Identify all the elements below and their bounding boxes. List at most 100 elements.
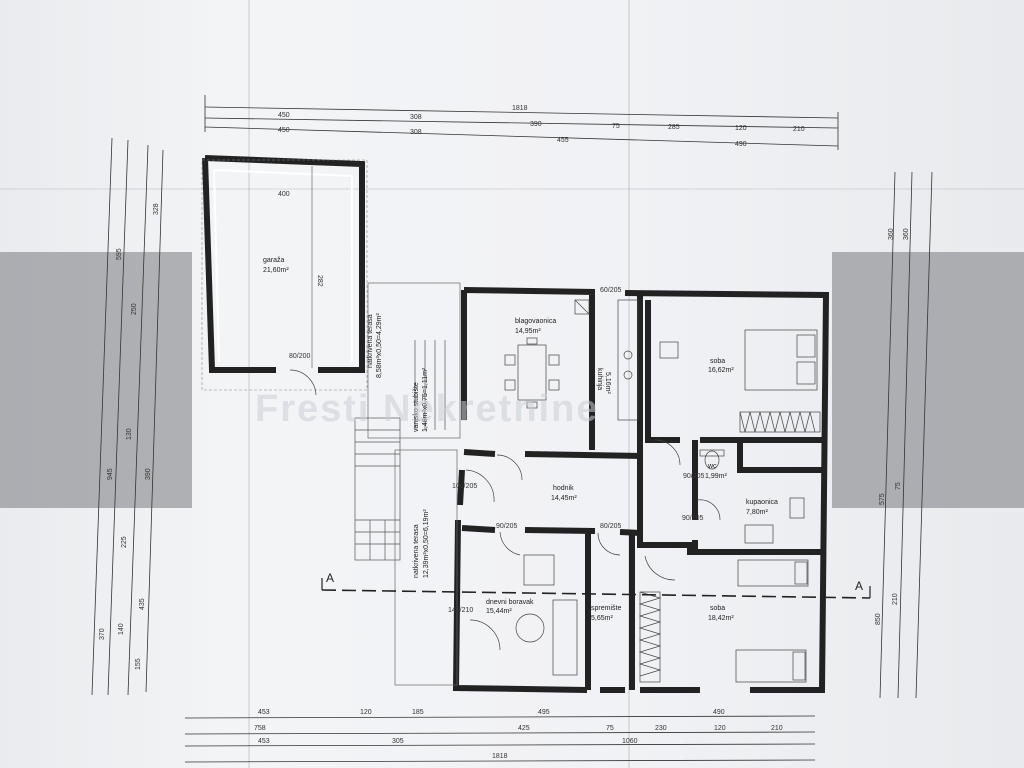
dim-bottom-1-3: 495 [538,709,550,716]
dim-bottom-2-3: 230 [655,725,667,732]
garage-walls [202,155,365,373]
paper-fold-line [628,0,630,768]
dim-bottom-2-0: 758 [254,725,266,732]
furniture [504,299,821,683]
dim-top-2-0: 450 [278,112,290,119]
dim-bottom-1-4: 490 [713,709,725,716]
dim-top-3-2: 455 [557,137,569,144]
section-line [321,589,871,599]
section-marker-right: A [855,579,863,593]
dim-right-1-1: 360 [903,228,910,240]
storage-name: spremište [591,605,621,612]
dim-left-3-1: 435 [139,598,146,610]
dim-bottom-1-2: 185 [412,709,424,716]
door-swings [289,369,721,651]
section-marker-left: A [326,571,334,585]
door-label: 90/205 [496,523,518,530]
watermark: Fresti Nekretnine [255,388,600,430]
door-label: 80/200 [289,353,311,360]
wc-area: 1,99m² [705,473,727,480]
dim-right-2-0: 575 [879,493,886,505]
dim-left-1-0: 370 [99,628,106,640]
dim-top-2-2: 390 [530,121,542,128]
living-name: dnevni boravak [486,599,534,606]
dining-area: 14,95m² [515,328,541,335]
door-label: 90/205 [683,473,705,480]
dim-left-3-0: 155 [135,658,142,670]
dim-bottom-2-5: 210 [771,725,783,732]
dim-left-2-1: 225 [121,536,128,548]
paper-fold-line [0,188,1024,190]
dim-left-3-3: 328 [153,203,160,215]
top-dimension-lines [204,95,839,150]
garage-outline [201,159,368,391]
dim-left-2-2: 130 [126,428,133,440]
dim-top-2-3: 75 [612,123,620,130]
bottom-dimension-lines [184,715,816,763]
kitchen-name: kuhinja [596,368,603,390]
dim-bottom-2-1: 425 [518,725,530,732]
bedroom1-area: 16,62m² [708,367,734,374]
dim-bottom-total: 1818 [492,753,508,760]
door-label: 60/205 [600,287,622,294]
garage-door-dim: 282 [316,275,323,287]
hall-area: 14,45m² [551,495,577,502]
top-terrace-outline [367,282,461,439]
dim-right-2-2: 210 [892,593,899,605]
dim-top-total: 1818 [512,105,528,112]
dim-top-2-4: 285 [668,124,680,131]
door-label: 80/205 [600,523,622,530]
stairs-area: 1,48m²x0,75=1,11m² [422,367,429,432]
left-dimension-lines [91,137,164,696]
terrace-bottom-area: 12,39m²x0,50=6,19m² [423,509,430,578]
storage-area: 5,65m² [591,615,613,622]
dim-top-3-3: 490 [735,141,747,148]
dim-right-1-0: 360 [888,228,895,240]
bedroom1-name: soba [710,358,725,365]
terrace-top-name: natkrivena terasa [367,314,374,368]
dim-bottom-1-1: 120 [360,709,372,716]
terrace-top-area: 8,58m²x0,50=4,29m² [376,313,383,378]
dining-name: blagovaonica [515,318,556,325]
exterior-stairs [354,340,446,561]
garage-inner-dim: 400 [278,191,290,198]
dim-left-2-0: 140 [118,623,125,635]
dim-top-2-1: 308 [410,114,422,121]
bedroom2-name: soba [710,605,725,612]
door-label: 140/210 [448,607,473,614]
paper-fold-line [248,0,250,768]
dim-bottom-3-1: 305 [392,738,404,745]
dim-right-1-2: 850 [875,613,882,625]
dim-top-3-0: 450 [278,127,290,134]
dim-left-2-3: 250 [131,303,138,315]
bathroom-area: 7,80m² [746,509,768,516]
door-label: 100/205 [452,483,477,490]
dim-bottom-1-0: 453 [258,709,270,716]
dim-top-2-5: 120 [735,125,747,132]
wc-name: wc [707,463,717,470]
left-shade-band [0,252,192,508]
terrace-bottom-name: natkrivena terasa [413,524,420,578]
door-label: 90/205 [682,515,704,522]
dim-bottom-2-4: 120 [714,725,726,732]
dim-left-2-4: 595 [116,248,123,260]
garage-area: 21,60m² [263,267,289,274]
garage-name: garaža [263,257,285,264]
bedroom2-area: 18,42m² [708,615,734,622]
living-area: 15,44m² [486,608,512,615]
house-walls [452,287,830,693]
hall-name: hodnik [553,485,574,492]
dim-bottom-3-2: 1060 [622,738,638,745]
stairs-name: vanjsko stubište [413,382,420,432]
dim-left-1-1: 945 [107,468,114,480]
dim-top-3-1: 308 [410,129,422,136]
dim-right-2-1: 75 [895,482,902,490]
dim-left-3-2: 390 [145,468,152,480]
bathroom-name: kupaonica [746,499,778,506]
bottom-terrace-outline [394,449,458,686]
dim-bottom-2-2: 75 [606,725,614,732]
kitchen-area: 5,16m² [604,372,611,394]
right-dimension-lines [879,171,933,699]
dim-top-2-6: 210 [793,126,805,133]
